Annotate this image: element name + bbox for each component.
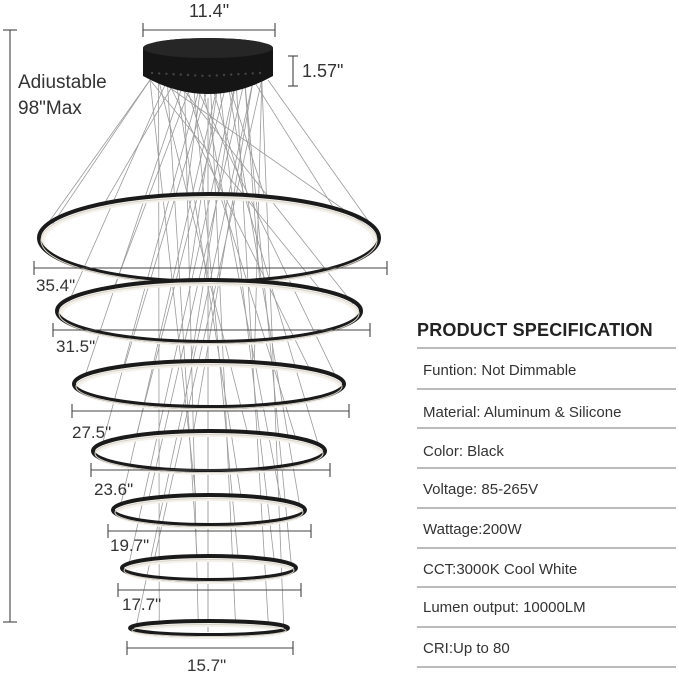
suspension-wire [149,79,324,294]
spec-row: Color: Black [423,443,504,460]
suspension-wire [192,79,239,558]
suspension-wire [209,79,236,623]
light-ring [72,359,346,411]
suspension-wire [112,79,194,290]
suspension-wire [123,79,211,369]
suspension-wire [192,79,338,379]
adjustable-label-line2: 98"Max [18,98,82,119]
suspension-wire [209,79,320,447]
suspension-wire [166,79,198,558]
suspension-wire [149,79,197,497]
suspension-wire [267,79,373,227]
ring-size-label: 17.7" [122,595,162,614]
ceiling-canopy [143,38,273,94]
ring-size-label: 31.5" [56,337,96,356]
suspension-wire [166,79,311,371]
suspension-wire [158,79,371,229]
dimension-lines [3,23,388,655]
spec-table-lines [417,347,676,668]
light-ring [128,619,290,639]
adjustable-label-line1: Adiustable [18,72,107,93]
suspension-wire [218,79,275,562]
spec-row: Voltage: 85-265V [423,481,539,498]
top-width-label: 11.4" [189,1,230,21]
light-ring [120,554,298,584]
suspension-wire [45,79,151,227]
spec-row: Funtion: Not Dimmable [423,362,577,379]
suspension-wire [192,79,254,434]
suspension-wire [190,79,237,364]
spec-row: Lumen output: 10000LM [423,599,586,616]
light-ring [111,493,307,529]
ring-size-label: 15.7" [187,656,227,675]
suspension-wire [244,79,292,566]
spec-row: Material: Aluminum & Silicone [423,404,622,421]
suspension-wire [68,79,168,302]
ring-size-label: 35.4" [36,276,76,295]
light-ring [91,429,327,475]
light-ring [37,192,381,286]
spec-title: PRODUCT SPECIFICATION [417,320,653,340]
suspension-wire [135,79,228,438]
suspension-wire [187,79,220,284]
suspension-wire [201,79,282,502]
canopy-height-label: 1.57" [302,61,344,81]
suspension-wire [84,79,185,378]
spec-row: Wattage:200W [423,521,522,538]
suspension-wire [185,79,202,199]
spec-row: CCT:3000K Cool White [423,561,578,578]
suspension-wire [158,79,160,624]
suspension-wire [148,79,245,500]
suspension-wire [175,79,354,305]
suspension-wire [184,79,297,440]
suspension-wire [235,79,269,624]
ring-size-label: 27.5" [72,423,112,442]
light-rings [37,192,381,639]
suspension-wire [135,79,254,626]
suspension-wire [52,79,151,225]
suspension-wire [252,79,337,213]
light-ring [55,278,363,346]
ring-size-label: 19.7" [110,536,150,555]
ring-size-label: 23.6" [94,480,134,499]
spec-row: CRI:Up to 80 [423,640,510,657]
suspension-wire [261,79,285,627]
suspension-wire [184,79,199,622]
suspension-wire [227,79,267,201]
